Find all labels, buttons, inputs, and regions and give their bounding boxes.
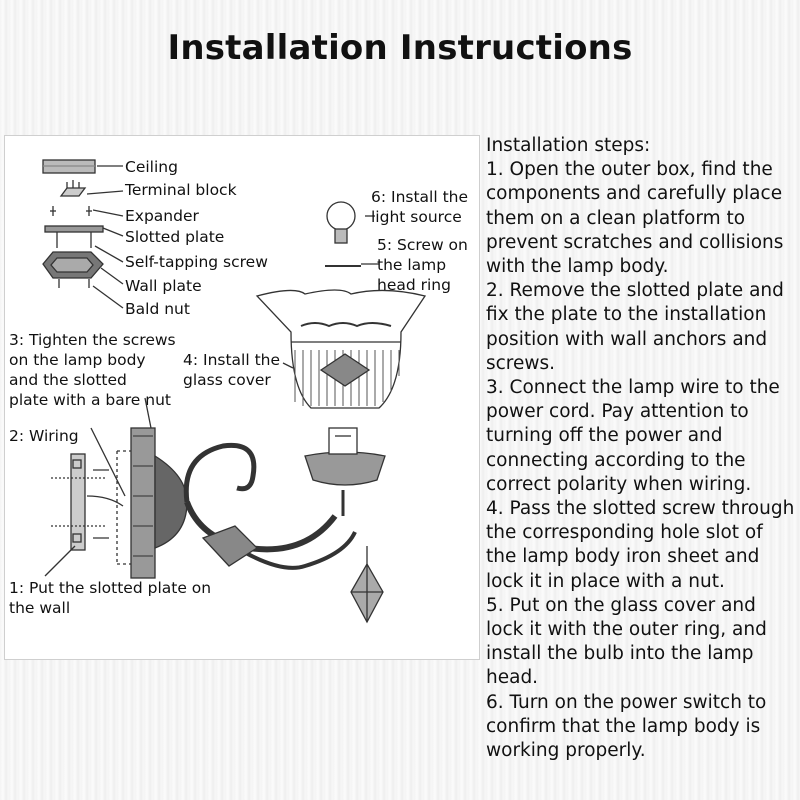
glass-cover-part — [255, 289, 427, 409]
step-item-6: 6. Turn on the power switch to confirm t… — [486, 691, 767, 762]
label-tighten-4: plate with a bare nut — [9, 391, 171, 409]
wall-mount-part — [51, 450, 131, 565]
step-item-4: 4. Pass the slotted screw through the co… — [486, 498, 795, 592]
step-item-2: 2. Remove the slotted plate and fix the … — [486, 280, 784, 374]
lamp-body-part — [130, 427, 386, 624]
label-screw-ring-3: head ring — [377, 276, 451, 294]
step-item-3: 3. Connect the lamp wire to the power co… — [486, 377, 780, 495]
page-title: Installation Instructions — [167, 28, 633, 68]
label-tighten-3: and the slotted — [9, 371, 127, 389]
label-slotted-plate: Slotted plate — [125, 228, 225, 246]
installation-steps: Installation steps: 1. Open the outer bo… — [486, 134, 798, 763]
diagram-drawing — [42, 159, 427, 624]
label-screw-ring-1: 5: Screw on — [377, 236, 468, 254]
label-tighten-1: 3: Tighten the screws — [9, 331, 176, 349]
label-wall-plate: Wall plate — [125, 277, 202, 295]
label-glass-cover-1: 4: Install the — [183, 351, 281, 369]
label-put-plate-2: the wall — [9, 599, 71, 617]
bulb-part — [325, 201, 361, 267]
label-glass-cover-2: glass cover — [183, 371, 271, 389]
label-self-tapping-screw: Self-tapping screw — [125, 253, 268, 271]
steps-heading: Installation steps: — [486, 135, 651, 156]
installation-diagram: Ceiling Terminal block Expander Slotted … — [4, 135, 480, 660]
terminal-block-part — [59, 180, 87, 197]
label-expander: Expander — [125, 207, 199, 225]
label-ceiling: Ceiling — [125, 158, 178, 176]
slotted-plate-part — [44, 225, 104, 233]
label-terminal-block: Terminal block — [125, 181, 237, 199]
label-bald-nut: Bald nut — [125, 300, 190, 318]
label-put-plate-1: 1: Put the slotted plate on — [9, 579, 212, 597]
step-item-5: 5. Put on the glass cover and lock it wi… — [486, 594, 767, 689]
label-wiring: 2: Wiring — [9, 427, 79, 445]
label-tighten-2: on the lamp body — [9, 351, 146, 369]
label-install-light-source-2: light source — [371, 208, 462, 226]
label-screw-ring-2: the lamp — [377, 256, 447, 274]
step-item-1: 1. Open the outer box, find the componen… — [486, 159, 784, 278]
label-install-light-source-1: 6: Install the — [371, 188, 469, 206]
